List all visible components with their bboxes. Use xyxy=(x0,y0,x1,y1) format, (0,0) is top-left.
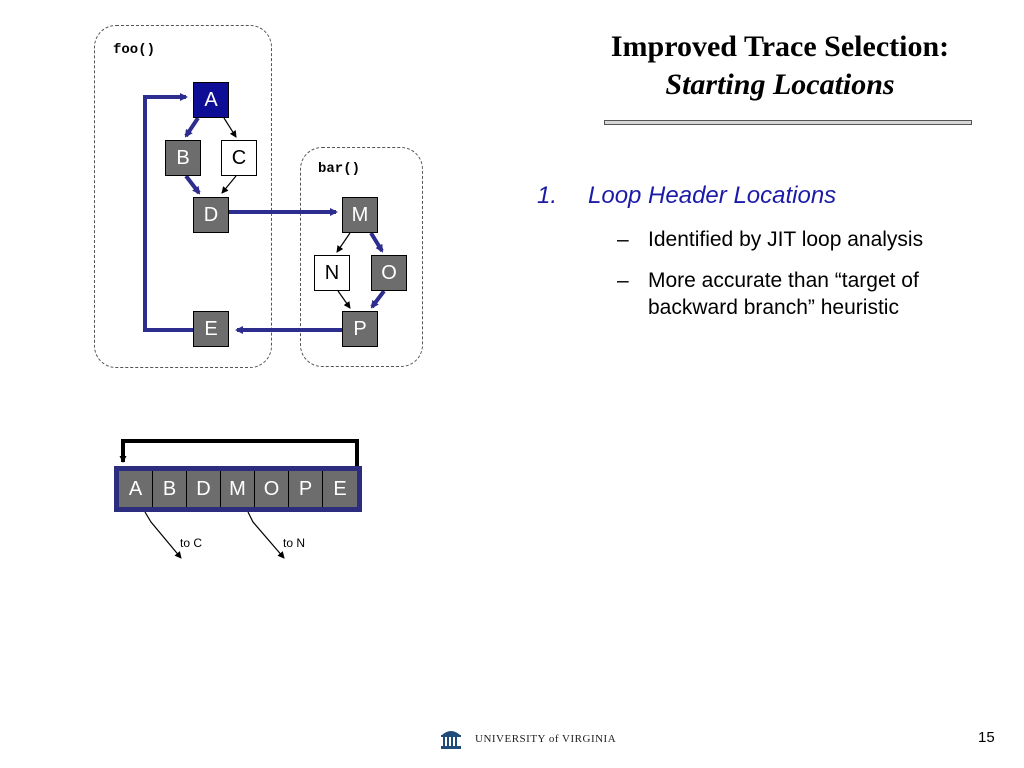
exit-label-to-n: to N xyxy=(283,536,306,550)
rotunda-logo-icon xyxy=(441,731,461,749)
trace-cell: D xyxy=(187,471,221,507)
bullet-list: 1. Loop Header Locations – Identified by… xyxy=(537,180,1007,321)
title-rule xyxy=(604,120,972,125)
sub-bullet-text: More accurate than “target of backward b… xyxy=(648,269,919,319)
bullet-main-text: Loop Header Locations xyxy=(588,182,837,209)
trace-strip: A B D M O P E xyxy=(114,466,362,512)
edge-n-p xyxy=(337,290,351,309)
footer-university-name: UNIVERSITY of VIRGINIA xyxy=(475,733,617,745)
trace-cell: E xyxy=(323,471,357,507)
node-a: A xyxy=(193,82,229,118)
trace-cell: M xyxy=(221,471,255,507)
sub-bullet-text: Identified by JIT loop analysis xyxy=(648,228,924,251)
edge-a-c xyxy=(223,117,237,138)
edge-e-a-loop xyxy=(143,93,193,332)
edge-m-n xyxy=(336,232,351,253)
exit-label-to-c: to C xyxy=(180,536,203,550)
node-b: B xyxy=(165,140,201,176)
edge-c-d xyxy=(221,175,237,194)
edge-a-b xyxy=(184,116,200,138)
trace-cell: O xyxy=(255,471,289,507)
bar-function-label: bar() xyxy=(318,161,361,177)
trace-cell: B xyxy=(153,471,187,507)
node-d: D xyxy=(193,197,229,233)
trace-exit-to-n xyxy=(247,511,285,559)
edge-b-d xyxy=(184,174,201,195)
trace-exit-to-c xyxy=(144,511,182,559)
bullet-number: 1. xyxy=(537,182,558,209)
bullet-main: 1. Loop Header Locations xyxy=(537,180,1007,212)
trace-loop-arrow xyxy=(119,439,359,466)
slide-title: Improved Trace Selection: Starting Locat… xyxy=(560,28,1000,104)
foo-function-label: foo() xyxy=(113,42,156,58)
edge-o-p xyxy=(370,289,386,309)
sub-bullet: – Identified by JIT loop analysis xyxy=(617,226,1007,253)
node-p: P xyxy=(342,311,378,347)
page-number: 15 xyxy=(978,729,995,746)
bar-function-box xyxy=(300,147,423,367)
title-line: Improved Trace Selection: xyxy=(610,30,950,63)
sub-bullet-dash: – xyxy=(617,228,629,251)
node-o: O xyxy=(371,255,407,291)
node-c: C xyxy=(221,140,257,176)
edge-m-o xyxy=(369,231,384,253)
node-e: E xyxy=(193,311,229,347)
node-m: M xyxy=(342,197,378,233)
foo-function-box xyxy=(94,25,272,368)
trace-cell: P xyxy=(289,471,323,507)
sub-bullet: – More accurate than “target of backward… xyxy=(617,267,1007,321)
sub-bullet-dash: – xyxy=(617,269,629,292)
node-n: N xyxy=(314,255,350,291)
title-subtitle: Starting Locations xyxy=(665,68,895,101)
trace-cell: A xyxy=(119,471,153,507)
